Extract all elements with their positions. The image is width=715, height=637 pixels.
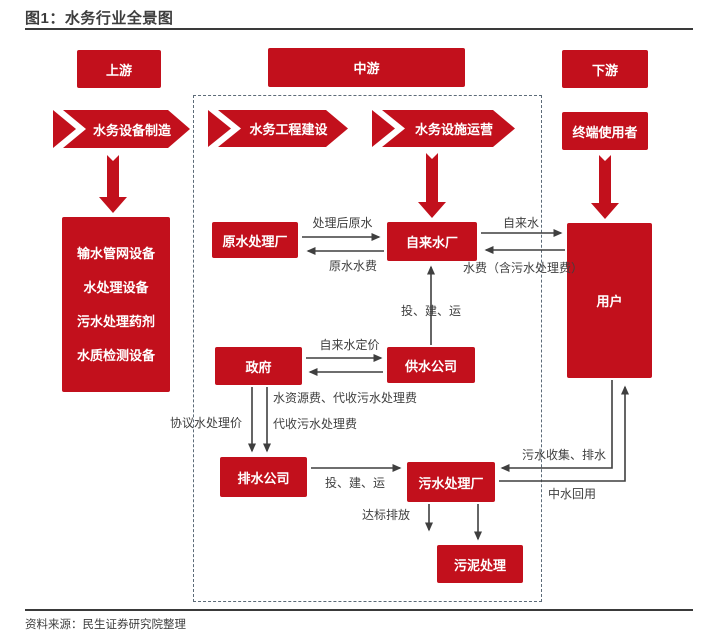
midstream-dashed-border <box>193 95 542 602</box>
label-sewage-collection: 污水收集、排水 <box>522 448 607 462</box>
top-rule <box>25 28 693 30</box>
source-note: 资料来源：民生证券研究院整理 <box>25 619 186 631</box>
node-users-label: 用户 <box>596 294 623 309</box>
node-users: 用户 <box>567 223 652 378</box>
upstream-product-line: 水质检测设备 <box>76 347 155 363</box>
upstream-product-line: 污水处理药剂 <box>76 313 155 329</box>
lane-downstream: 下游 <box>562 50 648 88</box>
edge-reclaimed-water <box>499 385 629 482</box>
node-sewage-plant-label: 污水处理厂 <box>418 475 484 491</box>
chevron-operation <box>372 110 515 147</box>
chevron-manufacture-label: 水务设备制造 <box>92 122 171 138</box>
label-treated-raw-water: 处理后原水 <box>312 216 373 230</box>
label-tap-water-pricing: 自来水定价 <box>319 338 380 352</box>
node-water-supply-co-label: 供水公司 <box>404 358 457 374</box>
chevron-construction-label: 水务工程建设 <box>249 122 328 137</box>
node-sewage-plant: 污水处理厂 <box>407 462 495 502</box>
node-upstream-products: 输水管网设备 水处理设备 污水处理药剂 水质检测设备 <box>62 217 170 392</box>
upstream-product-line: 水处理设备 <box>83 279 149 295</box>
red-down-arrow-operation <box>418 153 446 218</box>
node-government-label: 政府 <box>245 359 272 375</box>
node-end-user-label: 终端使用者 <box>572 124 638 140</box>
node-end-user: 终端使用者 <box>562 112 648 150</box>
lane-upstream-label: 上游 <box>105 62 132 78</box>
chevron-construction <box>208 110 348 147</box>
lane-downstream-label: 下游 <box>591 62 618 78</box>
label-invest-build-operate-drainage: 投、建、运 <box>325 476 386 490</box>
label-negotiated-price: 协议水处理价 <box>170 416 243 430</box>
bottom-rule <box>25 609 693 611</box>
node-tap-water-plant-label: 自来水厂 <box>405 235 458 250</box>
figure-title: 图1：水务行业全景图 <box>25 10 174 27</box>
label-collected-sewage-fee: 代收污水处理费 <box>273 417 358 431</box>
red-down-arrow-enduser <box>591 155 619 219</box>
label-resource-fee: 水资源费、代收污水处理费 <box>273 391 418 405</box>
label-water-fee: 水费（含污水处理费） <box>463 261 584 275</box>
label-tap-water: 自来水 <box>502 216 539 230</box>
chevron-manufacture <box>53 110 190 148</box>
node-water-supply-co: 供水公司 <box>387 347 475 383</box>
label-invest-build-operate-supply: 投、建、运 <box>401 304 462 318</box>
label-raw-water-fee: 原水水费 <box>328 259 377 273</box>
node-raw-water-plant-label: 原水处理厂 <box>222 233 288 249</box>
lane-midstream: 中游 <box>268 48 465 87</box>
chevron-operation-label: 水务设施运营 <box>414 122 493 137</box>
node-sludge-treatment-label: 污泥处理 <box>453 557 506 573</box>
node-drainage-co: 排水公司 <box>220 457 307 497</box>
label-reclaimed-water: 中水回用 <box>548 487 597 501</box>
node-tap-water-plant: 自来水厂 <box>387 222 477 261</box>
node-drainage-co-label: 排水公司 <box>237 470 290 486</box>
upstream-product-line: 输水管网设备 <box>76 245 155 261</box>
node-sludge-treatment: 污泥处理 <box>437 545 523 583</box>
lane-midstream-label: 中游 <box>353 61 380 76</box>
node-raw-water-plant: 原水处理厂 <box>212 222 298 258</box>
node-government: 政府 <box>215 347 302 385</box>
red-down-arrow-upstream <box>99 155 127 213</box>
edge-sewage-collection <box>500 380 613 472</box>
label-standard-discharge: 达标排放 <box>362 508 411 522</box>
lane-upstream: 上游 <box>77 50 161 88</box>
